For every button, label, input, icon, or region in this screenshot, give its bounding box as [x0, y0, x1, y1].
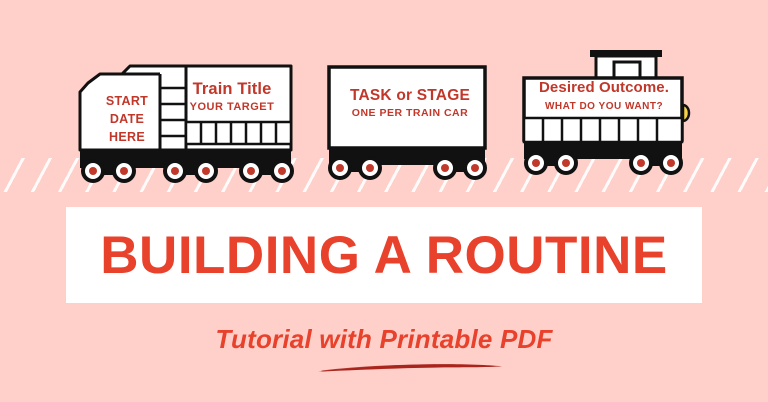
- wheel-icon: [629, 151, 653, 175]
- boxcar-label: TASK or STAGE ONE PER TRAIN CAR: [334, 87, 486, 120]
- caboose-window-strip: [522, 116, 684, 144]
- wheel-icon: [554, 151, 578, 175]
- start-date-line-2: DATE: [109, 112, 145, 127]
- boxcar-body: [327, 65, 487, 150]
- wheel-icon: [659, 151, 683, 175]
- locomotive-start-date-label: START DATE HERE: [96, 92, 158, 146]
- boxcar-graphic: [327, 65, 487, 180]
- wheel-icon: [358, 156, 382, 180]
- wheel-icon: [463, 156, 487, 180]
- caboose-graphic: [522, 50, 691, 175]
- brush-underline-icon: [316, 361, 504, 373]
- locomotive-window-strip: [184, 120, 293, 146]
- boxcar-subline: ONE PER TRAIN CAR: [351, 107, 469, 120]
- caboose-subline: WHAT DO YOU WANT?: [544, 100, 664, 112]
- cupola-icon: [590, 50, 662, 80]
- boxcar-bogies: [333, 165, 481, 172]
- wheel-icon: [81, 159, 105, 183]
- locomotive-subline: YOUR TARGET: [189, 101, 275, 114]
- wheel-icon: [524, 151, 548, 175]
- locomotive-title-label: Train Title YOUR TARGET: [168, 80, 296, 114]
- boxcar-headline: TASK or STAGE: [349, 87, 470, 104]
- wheel-icon: [163, 159, 187, 183]
- wheel-icon: [239, 159, 263, 183]
- wheel-icon: [328, 156, 352, 180]
- boxcar-wheels: [328, 156, 487, 180]
- caboose-chassis: [524, 142, 682, 159]
- wheel-icon: [433, 156, 457, 180]
- locomotive-bogies: [86, 168, 288, 175]
- page-subtitle: Tutorial with Printable PDF: [215, 324, 553, 354]
- boxcar-chassis: [329, 148, 485, 165]
- wheel-icon: [112, 159, 136, 183]
- ladder-icon: [160, 86, 186, 138]
- locomotive-graphic: [78, 64, 294, 183]
- wheel-icon: [194, 159, 218, 183]
- caboose-wheels: [524, 151, 683, 175]
- train-illustration: [0, 0, 768, 200]
- wheel-icon: [270, 159, 294, 183]
- title-banner: BUILDING A ROUTINE: [66, 207, 702, 303]
- caboose-headline: Desired Outcome.: [539, 79, 669, 96]
- page-title: BUILDING A ROUTINE: [100, 225, 668, 285]
- start-date-line-1: START: [105, 94, 149, 108]
- caboose-label: Desired Outcome. WHAT DO YOU WANT?: [528, 79, 680, 112]
- caboose-bogies: [529, 159, 677, 166]
- tail-light-icon: [681, 103, 691, 123]
- start-date-line-3: HERE: [109, 130, 145, 145]
- locomotive-headline: Train Title: [192, 80, 272, 98]
- locomotive-wheels: [81, 159, 294, 183]
